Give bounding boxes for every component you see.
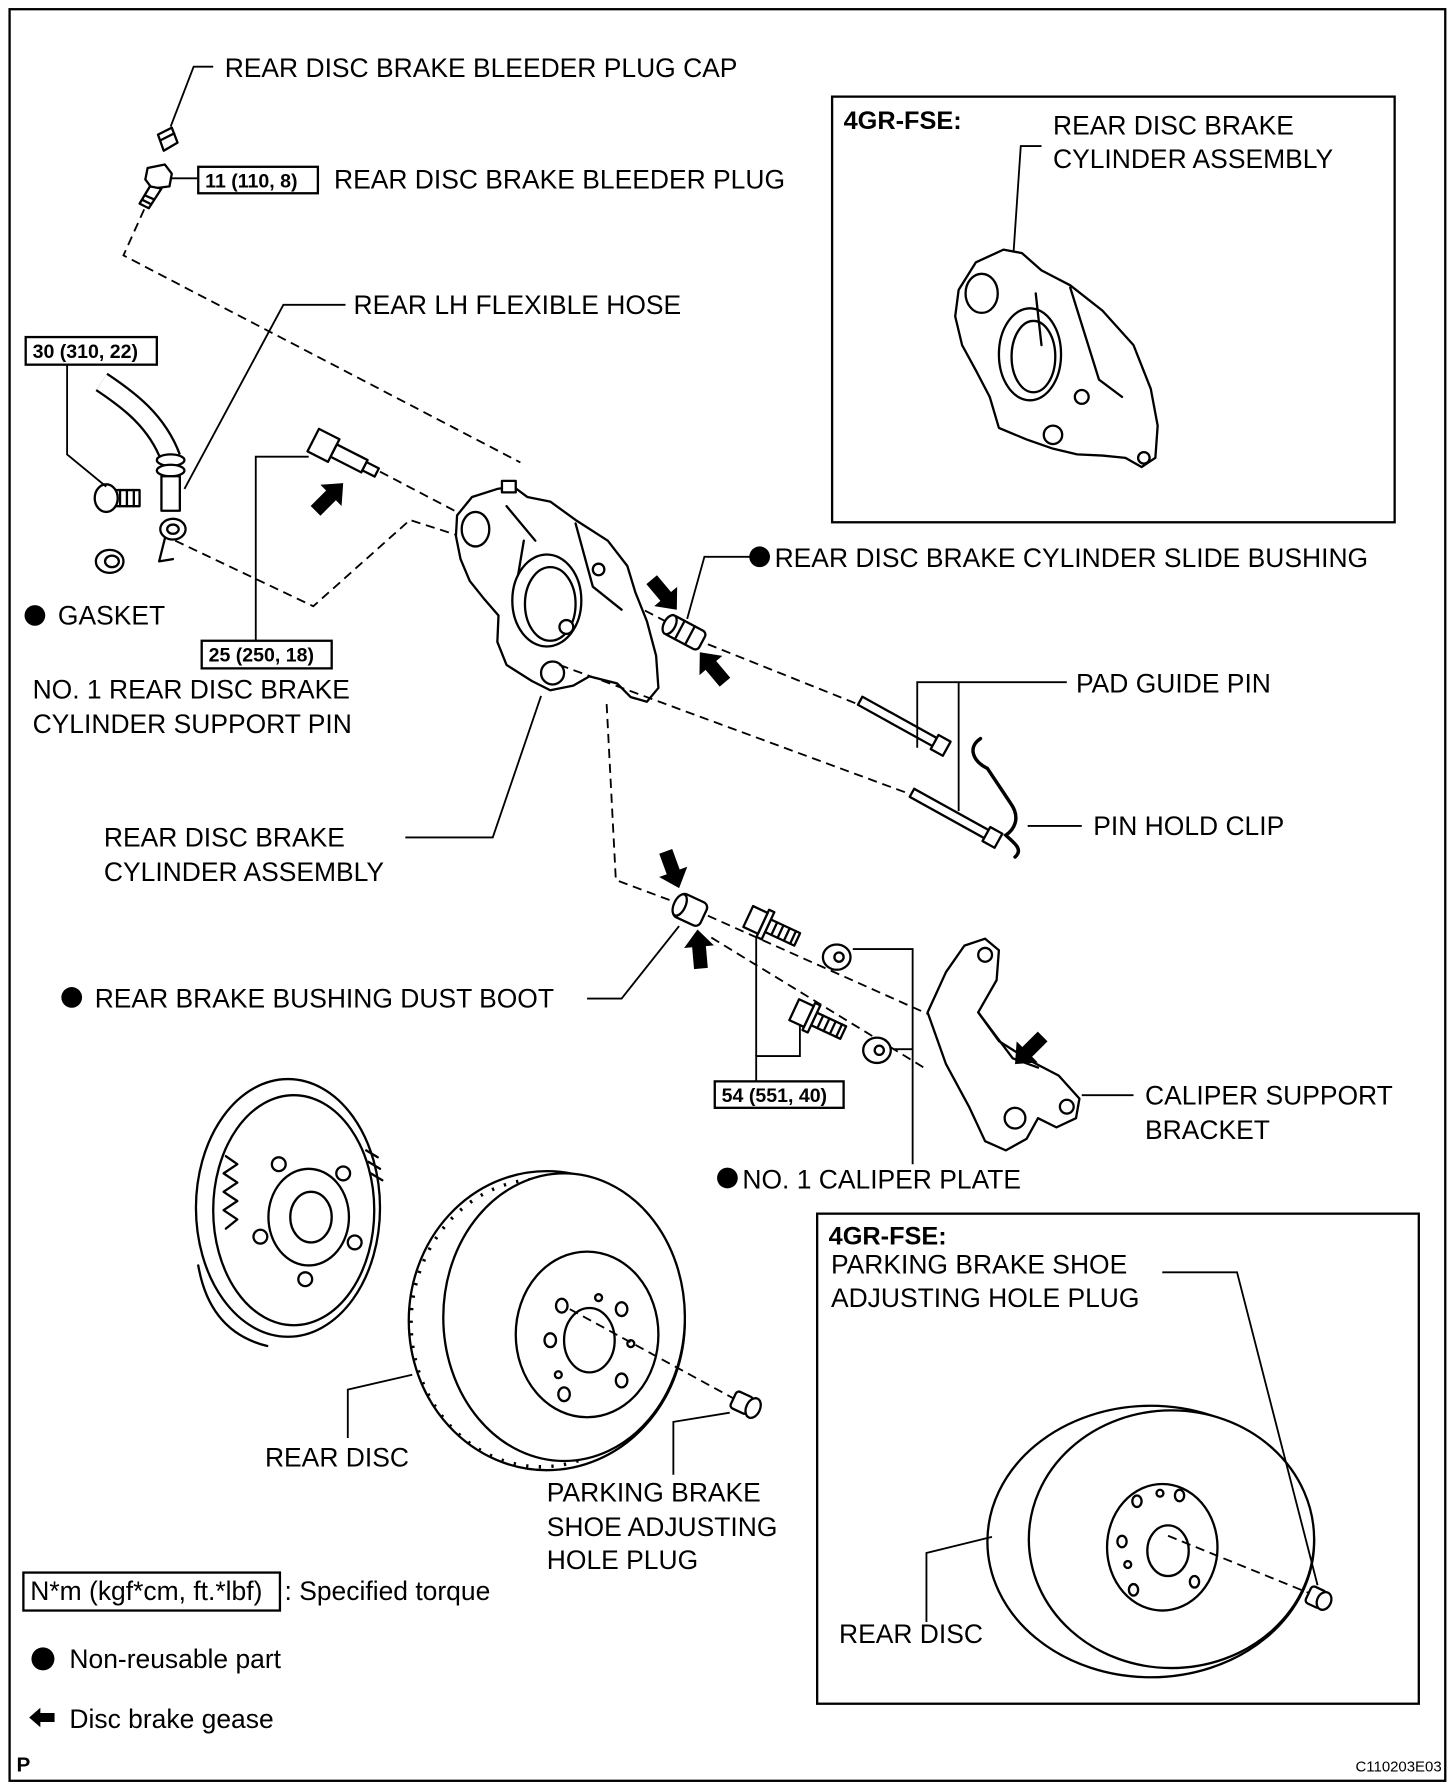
union-bolt-torque-value: 30 (310, 22) xyxy=(33,341,138,363)
non-reusable-marker-icon xyxy=(31,1647,55,1671)
bleeder-plug-cap-drawing xyxy=(156,126,179,152)
legend: N*m (kgf*cm, ft.*lbf) : Specified torque… xyxy=(22,1571,491,1734)
non-reusable-marker-icon xyxy=(61,987,83,1008)
caliper-plate-label: NO. 1 CALIPER PLATE xyxy=(742,1164,1021,1194)
slide-bushing-label: REAR DISC BRAKE CYLINDER SLIDE BUSHING xyxy=(775,543,1369,573)
inset-engine-tag: 4GR-FSE: xyxy=(829,1223,947,1251)
leader-line xyxy=(1011,145,1042,265)
non-reusable-marker-icon xyxy=(749,546,770,568)
inset-4gr-fse-cylinder: 4GR-FSE: REAR DISC BRAKE CYLINDER ASSEMB… xyxy=(830,95,1396,524)
bracket-bolt-torque-box: 54 (551, 40) xyxy=(713,1080,845,1109)
inset-4gr-fse-disc: 4GR-FSE: PARKING BRAKE SHOE ADJUSTING HO… xyxy=(816,1212,1420,1705)
leader-line xyxy=(405,695,542,839)
leader-line xyxy=(755,1026,801,1082)
union-bolt-drawing xyxy=(93,483,141,514)
flexible-hose-label: REAR LH FLEXIBLE HOSE xyxy=(354,290,682,320)
dust-boot-label: REAR BRAKE BUSHING DUST BOOT xyxy=(95,984,554,1014)
flexible-hose-drawing xyxy=(95,372,187,563)
gasket-drawing xyxy=(94,548,125,575)
assembly-dashed-line xyxy=(559,664,910,795)
backing-plate-drawing xyxy=(194,1077,384,1348)
non-reusable-marker-icon xyxy=(717,1167,738,1189)
assembly-dashed-line xyxy=(174,518,475,608)
inset-plug-label-line-2: ADJUSTING HOLE PLUG xyxy=(831,1283,1139,1313)
torque-unit-label: N*m (kgf*cm, ft.*lbf) xyxy=(30,1576,262,1606)
torque-legend-box xyxy=(22,1571,282,1612)
inset-rear-disc-drawing xyxy=(986,1404,1316,1679)
assembly-dashed-line xyxy=(1167,1534,1310,1595)
bleeder-plug-cap-label: REAR DISC BRAKE BLEEDER PLUG CAP xyxy=(225,53,738,83)
bleeder-plug-torque-box: 11 (110, 8) xyxy=(197,165,320,195)
pin-hold-clip-label: PIN HOLD CLIP xyxy=(1093,811,1284,841)
pin-hold-clip-drawing xyxy=(971,736,1021,859)
grease-legend-label: Disc brake gease xyxy=(69,1704,273,1734)
cylinder-assembly-label-line-2: CYLINDER ASSEMBLY xyxy=(104,857,385,887)
inset-engine-tag: 4GR-FSE: xyxy=(844,107,962,135)
adjusting-hole-plug-label-line-1: PARKING BRAKE xyxy=(547,1477,761,1507)
support-pin-label-line-2: CYLINDER SUPPORT PIN xyxy=(33,709,352,739)
adjusting-hole-plug-drawing xyxy=(729,1390,762,1420)
pad-guide-pin-upper-drawing xyxy=(856,695,952,757)
inset-rear-disc-label: REAR DISC xyxy=(839,1619,983,1649)
leader-line xyxy=(916,681,1067,748)
caliper-plate-upper-drawing xyxy=(821,943,852,971)
leader-line xyxy=(686,555,754,620)
non-reusable-legend-label: Non-reusable part xyxy=(69,1644,281,1674)
dust-boot-drawing xyxy=(671,892,709,927)
inset-cylinder-assembly-drawing xyxy=(954,248,1159,469)
caliper-support-bracket-label-line-2: BRACKET xyxy=(1145,1115,1270,1145)
inset-adjusting-hole-plug-drawing xyxy=(1304,1585,1333,1611)
support-pin-torque-box: 25 (250, 18) xyxy=(200,639,333,670)
leader-line xyxy=(169,65,214,127)
support-pin-label-line-1: NO. 1 REAR DISC BRAKE xyxy=(33,674,350,704)
leader-line xyxy=(672,1411,730,1475)
figure-id: C110203E03 xyxy=(1356,1759,1442,1776)
leader-line xyxy=(852,948,914,1165)
assembly-dashed-line xyxy=(379,470,666,623)
caliper-support-bracket-drawing xyxy=(926,937,1081,1152)
assembly-dashed-line xyxy=(122,208,521,464)
cylinder-assembly-label-line-1: REAR DISC BRAKE xyxy=(104,823,345,853)
leader-line xyxy=(587,925,680,1000)
cylinder-assembly-drawing xyxy=(454,479,660,703)
non-reusable-marker-icon xyxy=(24,605,46,626)
slide-bushing-drawing xyxy=(661,613,707,651)
pad-guide-pin-lower-drawing xyxy=(908,787,1004,849)
assembly-dashed-line xyxy=(707,643,858,705)
torque-description: : Specified torque xyxy=(285,1576,491,1606)
bracket-bolt-torque-value: 54 (551, 40) xyxy=(722,1085,827,1107)
union-bolt-torque-box: 30 (310, 22) xyxy=(24,335,158,366)
rear-disc-label: REAR DISC xyxy=(265,1443,409,1473)
assembly-dashed-line xyxy=(605,703,675,903)
adjusting-hole-plug-label-line-2: SHOE ADJUSTING xyxy=(547,1512,778,1542)
bleeder-plug-label: REAR DISC BRAKE BLEEDER PLUG xyxy=(334,165,785,195)
gasket-label: GASKET xyxy=(58,601,165,631)
rear-disc-drawing xyxy=(407,1169,687,1472)
inset-cylinder-label-line-1: REAR DISC BRAKE xyxy=(1053,111,1294,141)
caliper-plate-lower-drawing xyxy=(862,1036,892,1065)
adjusting-hole-plug-label-line-3: HOLE PLUG xyxy=(547,1545,698,1575)
support-pin-torque-value: 25 (250, 18) xyxy=(209,644,314,666)
inset-plug-label-line-1: PARKING BRAKE SHOE xyxy=(831,1249,1127,1279)
cylinder-support-pin-drawing xyxy=(306,427,381,478)
assembly-dashed-line xyxy=(569,1308,735,1400)
pad-guide-pin-label: PAD GUIDE PIN xyxy=(1076,669,1271,699)
leader-line xyxy=(183,303,346,490)
bracket-bolt-lower-drawing xyxy=(788,998,848,1040)
leader-line xyxy=(1162,1271,1319,1586)
inset-cylinder-label-line-2: CYLINDER ASSEMBLY xyxy=(1053,144,1334,174)
bleeder-plug-drawing xyxy=(138,163,173,210)
leader-line xyxy=(254,455,309,641)
leader-line xyxy=(66,364,107,488)
bracket-bolt-upper-drawing xyxy=(742,904,802,947)
assembly-dashed-line xyxy=(707,914,935,1018)
section-mark: P xyxy=(16,1754,30,1777)
leader-line xyxy=(346,1373,413,1438)
bleeder-plug-torque-value: 11 (110, 8) xyxy=(205,171,297,193)
leader-line xyxy=(925,1536,993,1623)
caliper-support-bracket-label-line-1: CALIPER SUPPORT xyxy=(1145,1080,1393,1110)
